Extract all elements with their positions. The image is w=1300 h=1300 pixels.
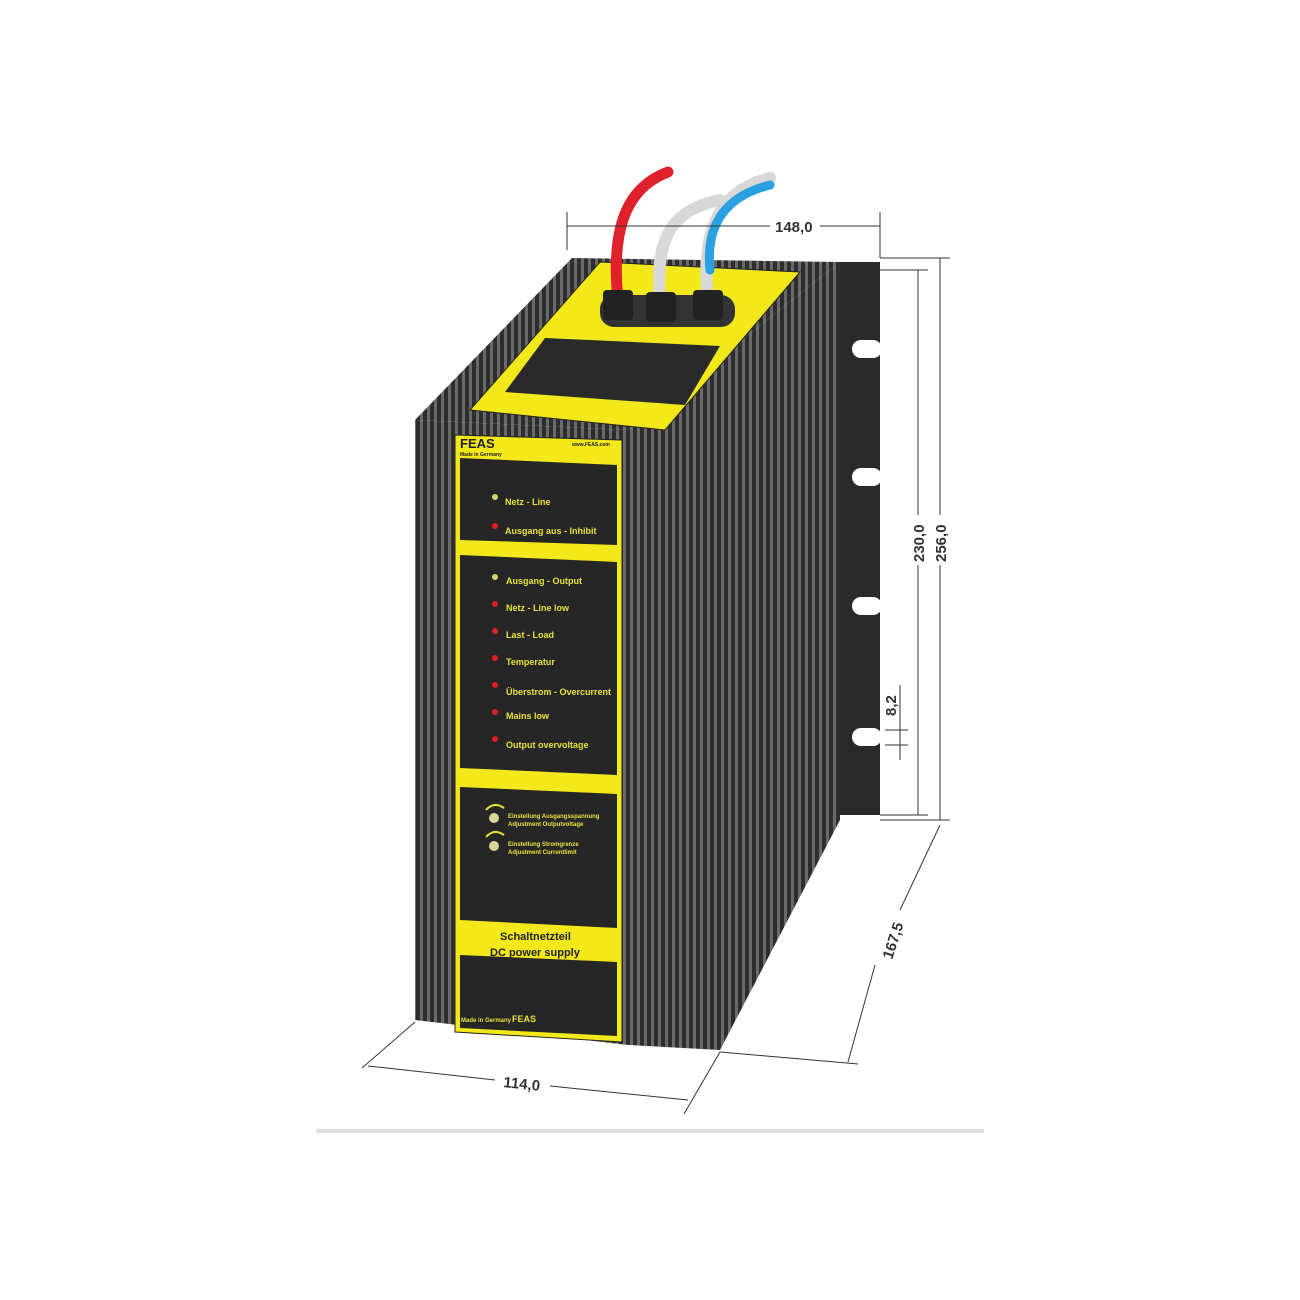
- dimension-slot: 8,2: [883, 695, 900, 716]
- top-spec-table: [505, 338, 720, 405]
- dimension-height-inner: 230,0: [911, 524, 928, 562]
- website-label: www.FEAS.com: [571, 442, 610, 448]
- brand-logo: FEAS: [460, 436, 495, 451]
- indicator-inhibit: Ausgang aus - Inhibit: [505, 526, 597, 536]
- made-in-bottom: Made in Germany: [461, 1018, 512, 1024]
- indicator-line: Netz - Line: [505, 497, 551, 507]
- indicator-overvoltage: Output overvoltage: [506, 740, 589, 750]
- adjust-current-de: Einstellung Stromgrenze: [508, 842, 579, 848]
- adjust-arc-icon: [485, 804, 505, 811]
- cable-glands: [603, 290, 723, 322]
- indicator-mains-low: Mains low: [506, 711, 550, 721]
- brand-logo-bottom: FEAS: [512, 1014, 536, 1024]
- indicator-line-low: Netz - Line low: [506, 603, 570, 613]
- adjust-voltage-en: Adjustment Outputvoltage: [508, 822, 584, 828]
- dimension-lines: [361, 212, 950, 1115]
- title-de: Schaltnetzteil: [500, 931, 571, 943]
- dimension-depth: 167,5: [880, 920, 908, 961]
- adjust-voltage-de: Einstellung Ausgangsspannung: [508, 814, 600, 820]
- indicator-overcurrent: Überstrom - Overcurrent: [506, 687, 611, 697]
- front-panel: FEAS Made in Germany www.FEAS.com Netz -…: [454, 434, 623, 1043]
- indicator-temperature: Temperatur: [506, 657, 555, 667]
- mounting-bracket: [835, 262, 882, 815]
- indicator-output: Ausgang - Output: [506, 576, 582, 586]
- dimension-width-front: 114,0: [503, 1074, 541, 1095]
- title-en: DC power supply: [490, 947, 581, 959]
- voltage-potentiometer: [489, 813, 499, 823]
- indicator-load: Last - Load: [506, 630, 554, 640]
- adjust-current-en: Adjustment Currentlimit: [508, 850, 577, 856]
- dimension-width-top: 148,0: [775, 219, 813, 236]
- dimension-height-total: 256,0: [933, 524, 950, 562]
- current-potentiometer: [489, 841, 499, 851]
- adjust-arc-icon: [485, 831, 505, 838]
- heatsink-side: [628, 262, 840, 1050]
- cables: [610, 166, 776, 306]
- made-in-label: Made in Germany: [460, 452, 502, 458]
